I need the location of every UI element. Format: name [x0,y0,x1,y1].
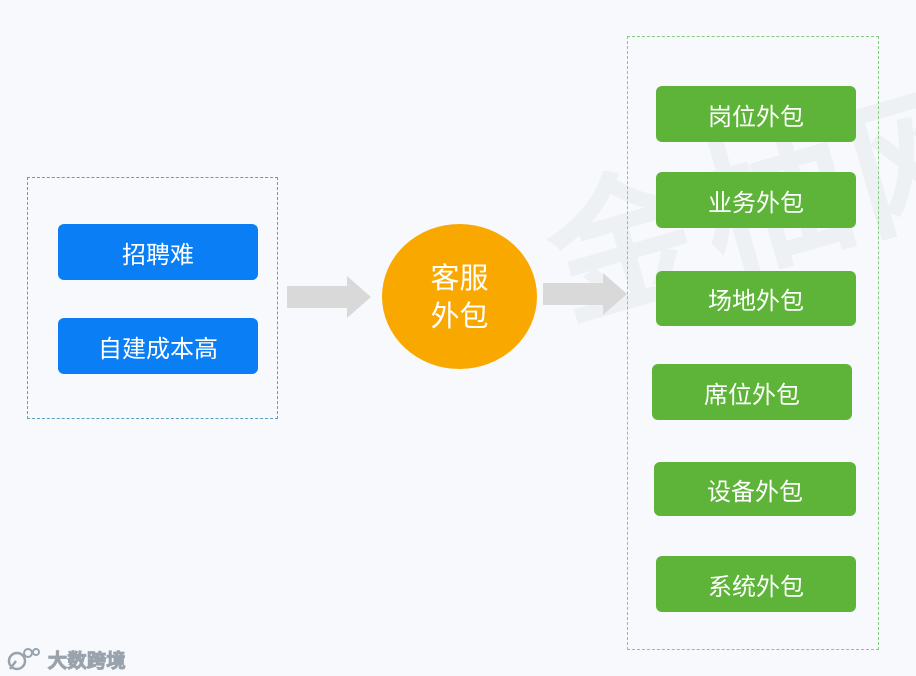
arrow-to-center-icon [287,276,371,318]
service-equipment-box: 设备外包 [654,462,856,516]
service-venue-box: 场地外包 [656,271,856,326]
problems-group [27,177,278,419]
problem-recruiting-box: 招聘难 [58,224,258,280]
service-business-box: 业务外包 [656,172,856,228]
center-line-1: 客服 [430,260,489,295]
problem-cost-box: 自建成本高 [58,318,258,374]
logo: 大数跨境 [6,644,126,674]
services-group [627,36,879,650]
center-line-2: 外包 [430,298,489,333]
service-post-box: 岗位外包 [656,86,856,142]
customer-service-outsourcing-node: 客服 外包 [382,224,537,369]
service-system-box: 系统外包 [656,556,856,612]
logo-mark-icon [7,648,40,671]
arrow-to-services-icon [543,273,627,315]
service-seat-box: 席位外包 [652,364,852,420]
logo-text: 大数跨境 [47,649,127,672]
